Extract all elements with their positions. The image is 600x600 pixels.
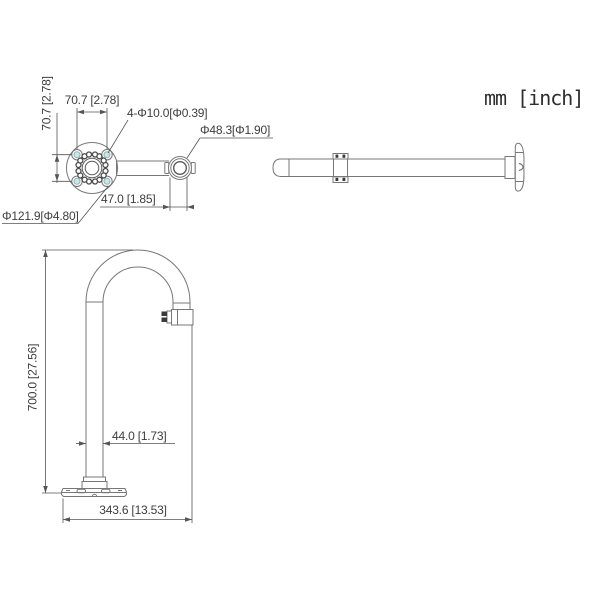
dim-flange-diameter: Φ121.9[Φ4.80]	[2, 208, 79, 223]
dim-mount-holes: 4-Φ10.0[Φ0.39]	[127, 106, 208, 120]
top-view-dimensions	[2, 108, 273, 224]
dim-pole-height: 700.0 [27.56]	[25, 343, 40, 412]
units-label: mm [inch]	[484, 86, 584, 110]
front-view-drawing	[61, 249, 194, 497]
front-view-dimensions	[42, 249, 193, 523]
dim-bolt-spacing-vertical: 70.7 [2.78]	[39, 76, 54, 131]
dim-pipe-diameter: Φ48.3[Φ1.90]	[200, 123, 271, 137]
dim-end-length: 47.0 [1.85]	[101, 192, 156, 206]
dim-base-reach: 343.6 [13.53]	[99, 503, 167, 517]
top-view-drawing	[66, 142, 196, 194]
flange-petal-clusters	[75, 151, 109, 185]
dim-bolt-spacing-horizontal: 70.7 [2.78]	[64, 93, 120, 107]
side-view-drawing	[272, 142, 525, 192]
dim-pole-diameter: 44.0 [1.73]	[112, 429, 167, 443]
